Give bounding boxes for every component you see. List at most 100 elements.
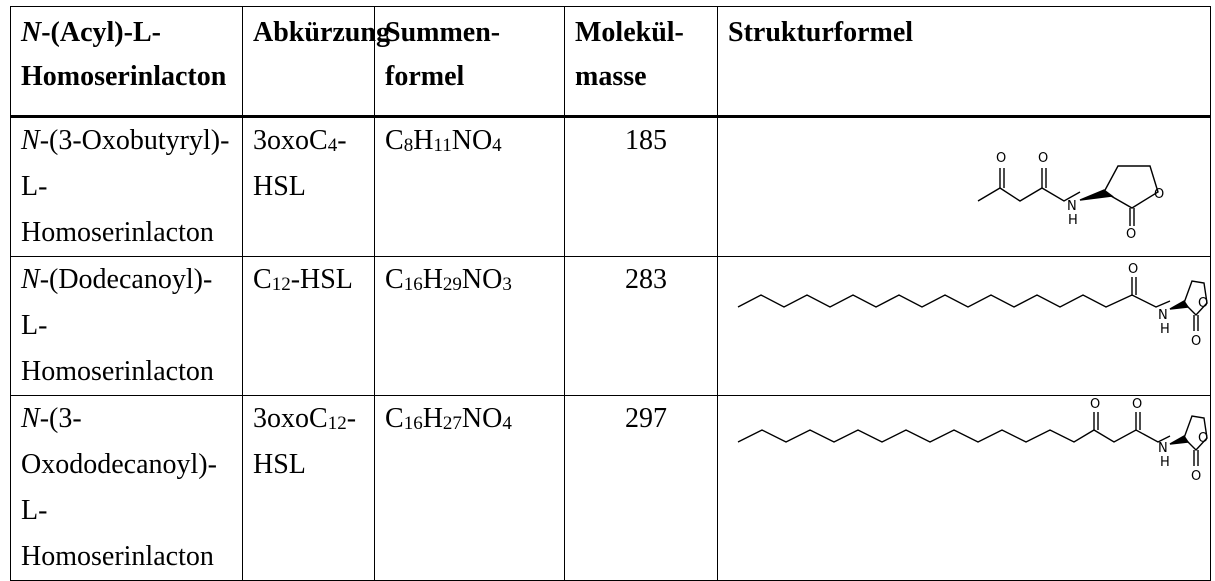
structure-3oxoc4-hsl: O O N H O O: [977, 151, 1164, 240]
f-o-n: 4: [502, 413, 512, 434]
atom-h: H: [1160, 455, 1170, 470]
abbr-pre: 3oxoC: [253, 403, 328, 434]
header-compound-rest: -(Acyl)-L-: [41, 17, 161, 48]
header-mass: Molekül- masse: [564, 6, 718, 118]
table-row: N-(Dodecanoyl)-L- Homoserinlacton C12-HS…: [10, 256, 1211, 396]
name-line2: Homoserinlacton: [21, 217, 214, 248]
atom-n: N: [1158, 308, 1168, 323]
atom-o-amide: O: [1128, 262, 1138, 277]
name-mid: -(Dodecanoyl)-: [39, 264, 213, 295]
header-mass-line2: masse: [575, 61, 647, 92]
f-c-n: 8: [403, 135, 414, 156]
name-line2: -Homoserinlacton: [21, 495, 214, 572]
f-h: H: [413, 125, 434, 156]
atom-o-lactone: O: [1191, 334, 1201, 349]
abbr-pre: 3oxoC: [253, 125, 328, 156]
chain-bonds: [737, 429, 1171, 443]
lactone-ring: [1103, 165, 1159, 209]
header-compound-n: N: [21, 17, 42, 48]
abbr-pre: C: [253, 264, 272, 295]
structure-3oxoc12-hsl: O O N H O O: [737, 397, 1208, 484]
formula-cell: C8H11NO4: [374, 116, 565, 257]
abbr-post: -: [346, 403, 357, 434]
f-o-n: 3: [502, 274, 512, 295]
atom-n: N: [1067, 199, 1077, 214]
header-formula-line2: formel: [385, 61, 465, 92]
abbr-post: -: [337, 125, 347, 156]
mass-cell: 297: [564, 395, 718, 581]
atom-o-lactone: O: [1126, 227, 1136, 240]
abbr-cell: 3oxoC4- HSL: [242, 116, 375, 257]
f-h: H: [422, 264, 443, 295]
atom-o-keto: O: [1090, 397, 1100, 412]
header-compound-line2: Homoserinlacton: [21, 61, 227, 92]
ahl-table: N-(Acyl)-L- Homoserinlacton Abkürzung Su…: [10, 6, 1211, 581]
name-mid: -(3-Oxododecanoyl)-: [21, 403, 217, 480]
abbr-cell: 3oxoC12- HSL: [242, 395, 375, 581]
f-c: C: [385, 264, 404, 295]
name-l: L: [21, 171, 39, 202]
compound-name-cell: N-(Dodecanoyl)-L- Homoserinlacton: [10, 256, 243, 396]
atom-o-amide: O: [1038, 151, 1048, 166]
f-h-n: 27: [442, 413, 462, 434]
atom-o-amide: O: [1132, 397, 1142, 412]
header-compound: N-(Acyl)-L- Homoserinlacton: [10, 6, 243, 118]
header-mass-line1: Molekül-: [575, 17, 684, 48]
stereo-wedge: [1079, 189, 1114, 201]
f-rest: NO: [461, 403, 503, 434]
chain-bonds: [737, 294, 1171, 308]
compound-name-cell: N-(3-Oxobutyryl)-L- Homoserinlacton: [10, 116, 243, 257]
f-c-n: 16: [403, 413, 423, 434]
f-h-n: 11: [433, 135, 452, 156]
table-row: N-(3-Oxobutyryl)-L- Homoserinlacton 3oxo…: [10, 116, 1211, 257]
f-c: C: [385, 125, 404, 156]
structure-cell: O O N H O O: [717, 395, 1211, 581]
abbr-sub: 12: [271, 274, 291, 295]
atom-h: H: [1160, 322, 1170, 337]
header-structure: Strukturformel: [717, 6, 1211, 118]
atom-o-keto: O: [996, 151, 1006, 166]
name-dash: -: [38, 310, 48, 341]
chain-bonds: [977, 187, 1081, 202]
header-formula-line1: Summen-: [385, 17, 501, 48]
structure-cell: O N H O O: [717, 256, 1211, 396]
stereo-wedge: [1169, 300, 1190, 310]
atom-o-ring: O: [1198, 296, 1208, 311]
abbr-line2: HSL: [253, 449, 306, 480]
formula-cell: C16H29NO3: [374, 256, 565, 396]
abbr-cell: C12-HSL: [242, 256, 375, 396]
name-prefix: N: [21, 264, 40, 295]
abbr-sub: 4: [327, 135, 338, 156]
name-prefix: N: [21, 403, 40, 434]
stereo-wedge: [1169, 435, 1190, 445]
name-l: L: [21, 310, 39, 341]
lactone-ring: [1183, 415, 1208, 452]
lactone-ring: [1183, 280, 1208, 317]
f-h-n: 29: [442, 274, 462, 295]
atom-o-lactone: O: [1191, 469, 1201, 484]
f-c: C: [385, 403, 404, 434]
name-dash: -: [38, 171, 48, 202]
header-row: N-(Acyl)-L- Homoserinlacton Abkürzung Su…: [10, 6, 1211, 118]
atom-n: N: [1158, 441, 1168, 456]
abbr-post: -HSL: [290, 264, 353, 295]
name-line2: Homoserinlacton: [21, 356, 214, 387]
mass-cell: 185: [564, 116, 718, 257]
name-prefix: N: [21, 125, 40, 156]
table-row: N-(3-Oxododecanoyl)- L-Homoserinlacton 3…: [10, 395, 1211, 581]
abbr-sub: 12: [327, 413, 347, 434]
f-c-n: 16: [403, 274, 423, 295]
f-o-n: 4: [492, 135, 502, 156]
f-rest: NO: [451, 125, 493, 156]
atom-o-ring: O: [1198, 431, 1208, 446]
f-h: H: [422, 403, 443, 434]
structure-cell: O O N H O O: [717, 116, 1211, 257]
atom-o-ring: O: [1154, 187, 1164, 202]
abbr-line2: HSL: [253, 171, 306, 202]
mass-cell: 283: [564, 256, 718, 396]
header-formula: Summen- formel: [374, 6, 565, 118]
f-rest: NO: [461, 264, 503, 295]
header-abbr: Abkürzung: [242, 6, 390, 118]
structure-c12-hsl: O N H O O: [737, 262, 1208, 349]
name-mid: -(3-Oxobutyryl)-: [39, 125, 230, 156]
